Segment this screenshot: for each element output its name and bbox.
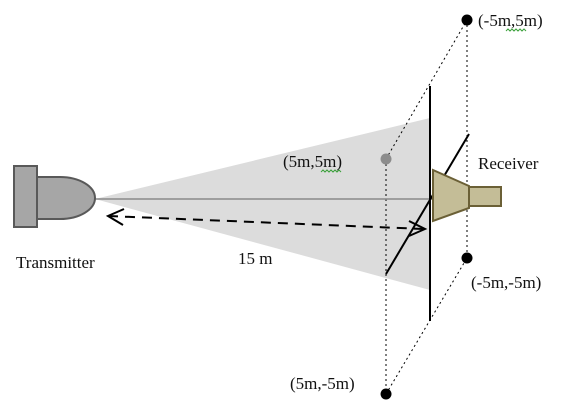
distance-arrow [105, 208, 428, 237]
corner-dot-top-left [380, 153, 392, 165]
receiver-icon [432, 168, 502, 223]
plane-diagonal [385, 133, 470, 275]
distance-label: 15 m [238, 249, 272, 268]
corner-dot-top-right [461, 14, 473, 26]
corner-label-bottom-right: (-5m,-5m) [471, 273, 541, 292]
dotted-projection-lines [385, 19, 468, 395]
receiver-label: Receiver [478, 154, 539, 173]
transmitter-icon [13, 165, 96, 228]
corner-label-top-right: (-5m,5m) [478, 11, 543, 30]
corner-dot-bottom-right [461, 252, 473, 264]
corner-label-top-left: (5m,5m) [283, 152, 342, 171]
beam-cone [95, 118, 430, 290]
corner-dot-bottom-left [380, 388, 392, 400]
spellcheck-underline [320, 169, 342, 173]
corner-label-bottom-left: (5m,-5m) [290, 374, 355, 393]
spellcheck-underline [505, 28, 527, 32]
transmitter-label: Transmitter [16, 253, 95, 272]
